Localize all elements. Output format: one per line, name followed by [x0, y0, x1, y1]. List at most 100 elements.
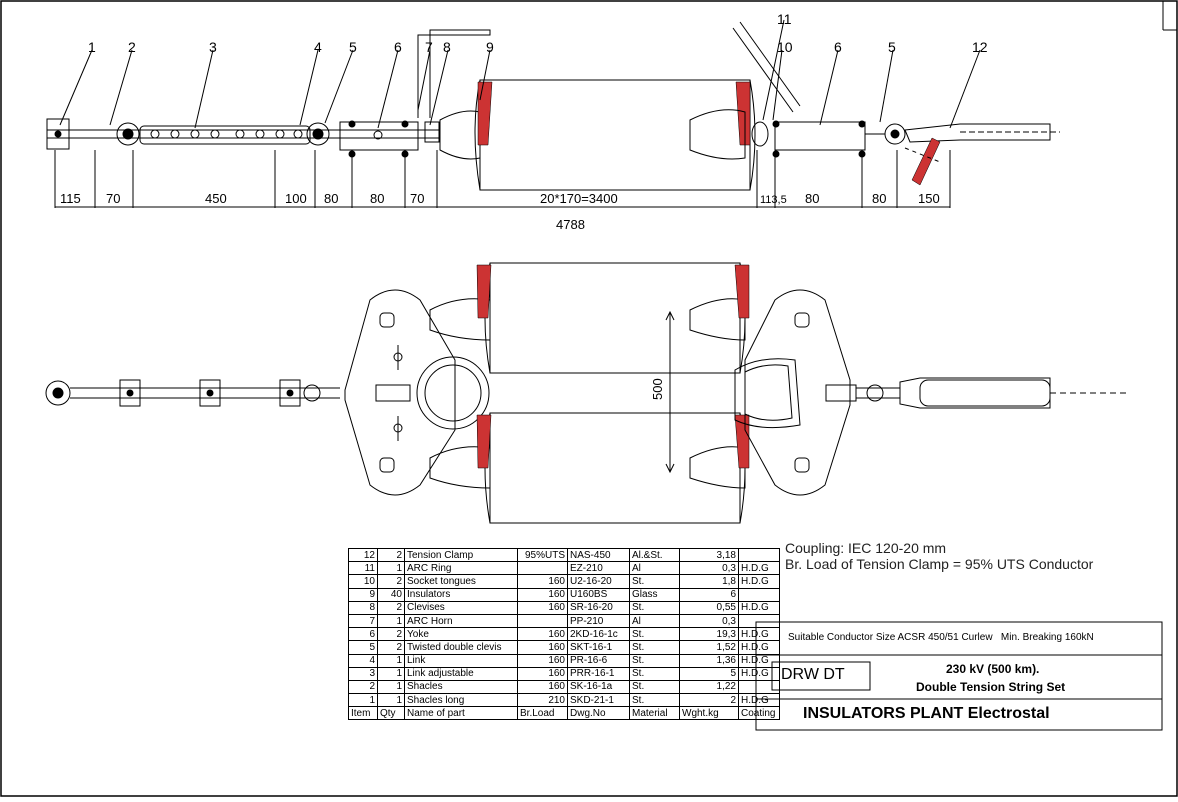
bom-cell: U160BS: [567, 587, 630, 602]
bom-cell: SR-16-20: [567, 600, 630, 615]
bom-cell: 160: [517, 574, 568, 589]
bom-cell: U2-16-20: [567, 574, 630, 589]
bom-cell: 1: [348, 693, 378, 708]
dim-label: 20*170=3400: [540, 191, 618, 206]
link-plan: [119, 379, 141, 407]
bom-cell: St.: [629, 640, 680, 655]
spacing-dim-label: 500: [650, 378, 665, 400]
dim-label: 150: [918, 191, 940, 206]
br-load-note: Br. Load of Tension Clamp = 95% UTS Cond…: [785, 556, 1094, 572]
bom-cell: 2: [377, 574, 405, 589]
bom-cell: 1: [377, 613, 405, 629]
callout-labels: 1 2 3 4 5 6 7 8 9 11 10 6 5 12: [88, 11, 988, 55]
bom-cell: ARC Horn: [404, 613, 518, 629]
bom-cell: 2: [348, 679, 378, 695]
bom-cell: 6: [348, 627, 378, 642]
bom-cell: 160: [517, 640, 568, 655]
plan-view: [45, 262, 1130, 524]
bom-cell: 5: [679, 666, 739, 681]
bom-cell: 1: [377, 693, 405, 708]
company-name: INSULATORS PLANT Electrostal: [803, 705, 1050, 722]
bom-cell: 2KD-16-1c: [567, 627, 630, 642]
bom-cell: 2: [377, 640, 405, 655]
bom-cell: H.D.G: [738, 640, 780, 655]
insulator-string: [479, 79, 751, 191]
clevis: [424, 121, 440, 143]
dim-label: 70: [410, 191, 424, 206]
bom-cell: EZ-210: [567, 561, 630, 576]
bom-header-cell: Item: [348, 706, 378, 721]
callout: 12: [972, 39, 988, 55]
bom-header-cell: Br.Load: [517, 706, 568, 721]
bom-cell: 5: [348, 640, 378, 655]
callout: 7: [425, 39, 433, 55]
bom-cell: 2: [679, 693, 739, 708]
bom-cell: 1,52: [679, 640, 739, 655]
bom-cell: Glass: [629, 587, 680, 602]
insulator-cap-right: [735, 81, 751, 146]
dim-label: 70: [106, 191, 120, 206]
bom-cell: St.: [629, 679, 680, 695]
bom-header-cell: Qty: [377, 706, 405, 721]
bom-cell: PRR-16-1: [567, 666, 630, 681]
bom-cell: ARC Ring: [404, 561, 518, 576]
bom-cell: NAS-450: [567, 547, 630, 563]
set-name-label: Double Tension String Set: [916, 680, 1066, 694]
bom-cell: 12: [348, 547, 378, 563]
bom-cell: 160: [517, 627, 568, 642]
bom-cell: 2: [377, 627, 405, 642]
bom-cell: PR-16-6: [567, 653, 630, 668]
bom-cell: 1: [377, 561, 405, 576]
bom-cell: [517, 613, 568, 629]
bom-cell: 6: [679, 587, 739, 602]
bom-cell: Al: [629, 613, 680, 629]
insulator-cap-left: [477, 81, 493, 146]
bom-cell: 160: [517, 653, 568, 668]
callout: 6: [394, 39, 402, 55]
bom-cell: 10: [348, 574, 378, 589]
bom-cell: St.: [629, 574, 680, 589]
bom-cell: St.: [629, 627, 680, 642]
bom-cell: 40: [377, 587, 405, 602]
bom-cell: H.D.G: [738, 693, 780, 708]
insulator-string-upper: [489, 262, 741, 374]
bom-cell: [738, 587, 780, 602]
twisted-clevis-right: [884, 123, 906, 145]
bom-cell: H.D.G: [738, 666, 780, 681]
bom-cell: Clevises: [404, 600, 518, 615]
bom-cell: 9: [348, 587, 378, 602]
bom-cell: St.: [629, 666, 680, 681]
callout: 2: [128, 39, 136, 55]
dim-label: 450: [205, 191, 227, 206]
dim-label: 115: [60, 191, 81, 206]
shackle-plan: [45, 380, 71, 406]
bom-cell: 210: [517, 693, 568, 708]
callout: 5: [888, 39, 896, 55]
bom-cell: [738, 613, 780, 629]
bom-cell: 0,3: [679, 613, 739, 629]
twisted-clevis: [306, 122, 330, 146]
yoke-plate-right: [744, 289, 851, 496]
dim-label: 80: [370, 191, 384, 206]
yoke-plate-left: [344, 289, 456, 496]
bom-cell: 1: [377, 679, 405, 695]
insulator-string-lower: [489, 412, 741, 524]
arc-ring-left: [416, 356, 490, 430]
total-length-label: 4788: [556, 217, 585, 232]
bom-header-cell: Name of part: [404, 706, 518, 721]
bom-cell: 1: [377, 653, 405, 668]
callout: 9: [486, 39, 494, 55]
dim-label: 80: [805, 191, 819, 206]
bom-cell: H.D.G: [738, 653, 780, 668]
dim-label: 100: [285, 191, 307, 206]
bom-cell: 160: [517, 587, 568, 602]
